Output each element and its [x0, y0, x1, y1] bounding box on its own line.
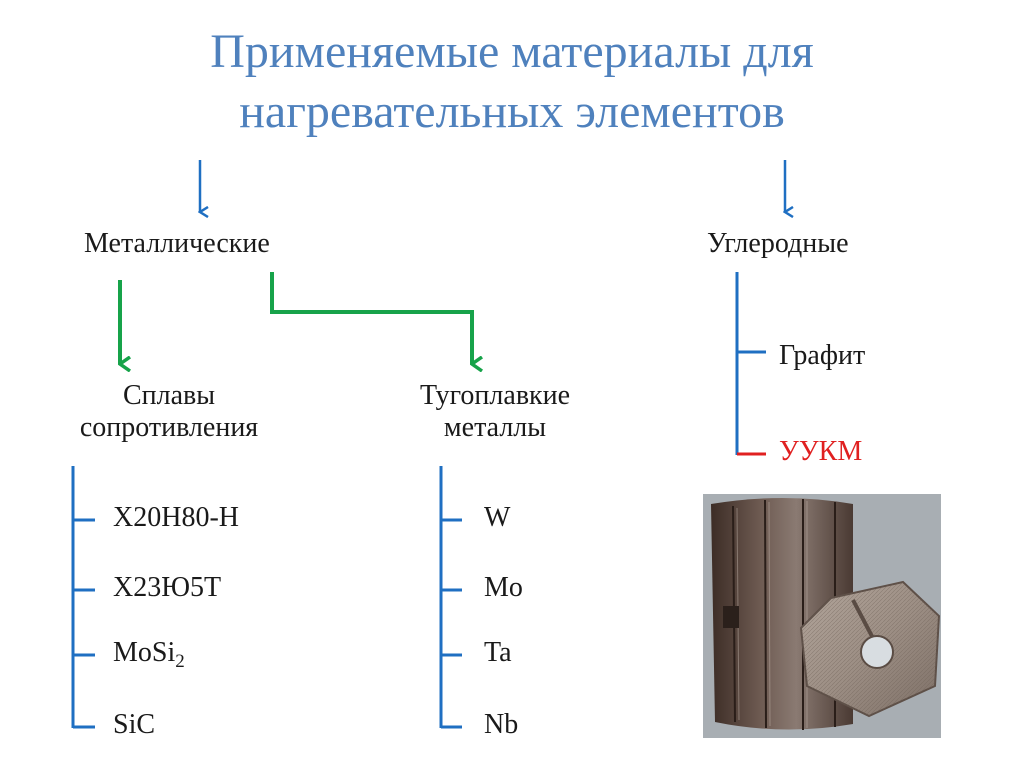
- alloy-item: Х20Н80-Н: [113, 502, 239, 533]
- carbon-bracket: [735, 272, 766, 456]
- refractory-heading: Тугоплавкие металлы: [395, 380, 595, 444]
- metallic-label: Металлические: [84, 228, 270, 259]
- refractory-item: W: [484, 502, 511, 533]
- refractory-bracket: [439, 466, 462, 729]
- refractory-item: Mo: [484, 572, 523, 603]
- arrow-down-icon: [270, 272, 472, 364]
- alloy-item: SiC: [113, 709, 156, 740]
- title-line-2: нагревательных элементов: [239, 85, 785, 138]
- refractory-item: Ta: [484, 637, 512, 668]
- carbon-heater-photo: [703, 494, 941, 738]
- alloy-item-mosi2: MoSi2: [113, 637, 185, 672]
- alloys-heading-line1: Сплавы: [122, 380, 216, 411]
- graphite-label: Графит: [779, 340, 866, 371]
- alloy-item-text: MoSi: [113, 637, 176, 668]
- alloys-heading: Сплавы сопротивления: [54, 380, 284, 444]
- alloys-bracket: [71, 466, 95, 729]
- subscript: 2: [175, 651, 185, 672]
- alloy-item: Х23Ю5Т: [113, 572, 222, 603]
- refractory-heading-line1: Тугоплавкие: [419, 380, 571, 411]
- refractory-item: Nb: [484, 709, 519, 740]
- alloys-heading-line2: сопротивления: [79, 412, 259, 443]
- ukm-label: УУКМ: [779, 436, 863, 467]
- refractory-heading-line2: металлы: [443, 412, 547, 443]
- title-line-1: Применяемые материалы для: [210, 25, 814, 78]
- carbon-label: Углеродные: [707, 228, 849, 259]
- page-title: Применяемые материалы для нагревательных…: [0, 22, 1024, 142]
